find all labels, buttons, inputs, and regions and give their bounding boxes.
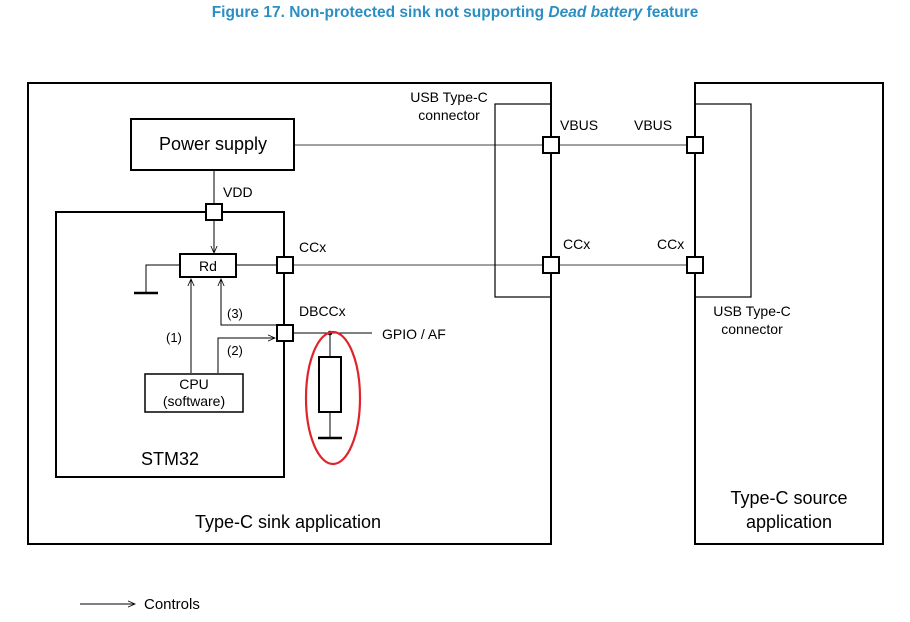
rd-label: Rd <box>199 258 217 274</box>
arrow-3-label: (3) <box>227 306 243 321</box>
figure-title: Figure 17. Non-protected sink not suppor… <box>0 4 910 22</box>
sink-application-box <box>27 82 552 545</box>
ccx-pin <box>276 256 294 274</box>
arrow-2-label: (2) <box>227 343 243 358</box>
source-cc-pin <box>686 256 704 274</box>
arrow-2 <box>217 338 275 373</box>
rd-ground-wire <box>145 264 180 292</box>
source-connector-label-2: connector <box>721 321 783 337</box>
cpu-label: CPU <box>179 376 209 392</box>
dbccx-label: DBCCx <box>299 303 346 319</box>
gpio-af-label: GPIO / AF <box>382 326 446 342</box>
figure-title-text: Non-protected sink not supporting <box>289 4 545 21</box>
sink-connector-label-2: connector <box>418 107 480 123</box>
power-supply-box <box>130 118 295 171</box>
sink-vbus-label: VBUS <box>560 117 598 133</box>
figure-title-emphasis: Dead battery <box>548 4 643 21</box>
sink-cc-pin <box>542 256 560 274</box>
source-connector-box <box>694 103 752 298</box>
sink-connector-ccx-label: CCx <box>563 236 590 252</box>
pull-down-resistor <box>318 356 342 413</box>
highlight-ellipse <box>304 330 362 466</box>
cpu-software-label: (software) <box>163 393 225 409</box>
source-vbus-label: VBUS <box>634 117 672 133</box>
arrow-1-label: (1) <box>166 330 182 345</box>
source-connector-ccx-label: CCx <box>657 236 684 252</box>
dbccx-pin <box>276 324 294 342</box>
vdd-label: VDD <box>223 184 253 200</box>
figure-title-suffix: feature <box>646 4 699 21</box>
source-application-label-2: application <box>746 512 832 532</box>
arrow-3 <box>221 279 276 326</box>
source-application-label-1: Type-C source <box>730 488 847 508</box>
sink-connector-label-1: USB Type-C <box>410 89 488 105</box>
power-supply-label: Power supply <box>159 134 267 154</box>
stm32-box <box>55 211 285 478</box>
sink-vbus-pin <box>542 136 560 154</box>
source-application-box <box>694 82 884 545</box>
legend-controls-label: Controls <box>144 596 200 613</box>
vdd-pin <box>205 203 223 221</box>
source-vbus-pin <box>686 136 704 154</box>
sink-connector-box <box>494 103 552 298</box>
sink-application-label: Type-C sink application <box>195 512 381 532</box>
figure-number: Figure 17. <box>211 4 285 21</box>
stm32-label: STM32 <box>141 449 199 469</box>
ccx-label: CCx <box>299 239 326 255</box>
source-connector-label-1: USB Type-C <box>713 303 791 319</box>
cpu-box <box>144 373 244 413</box>
